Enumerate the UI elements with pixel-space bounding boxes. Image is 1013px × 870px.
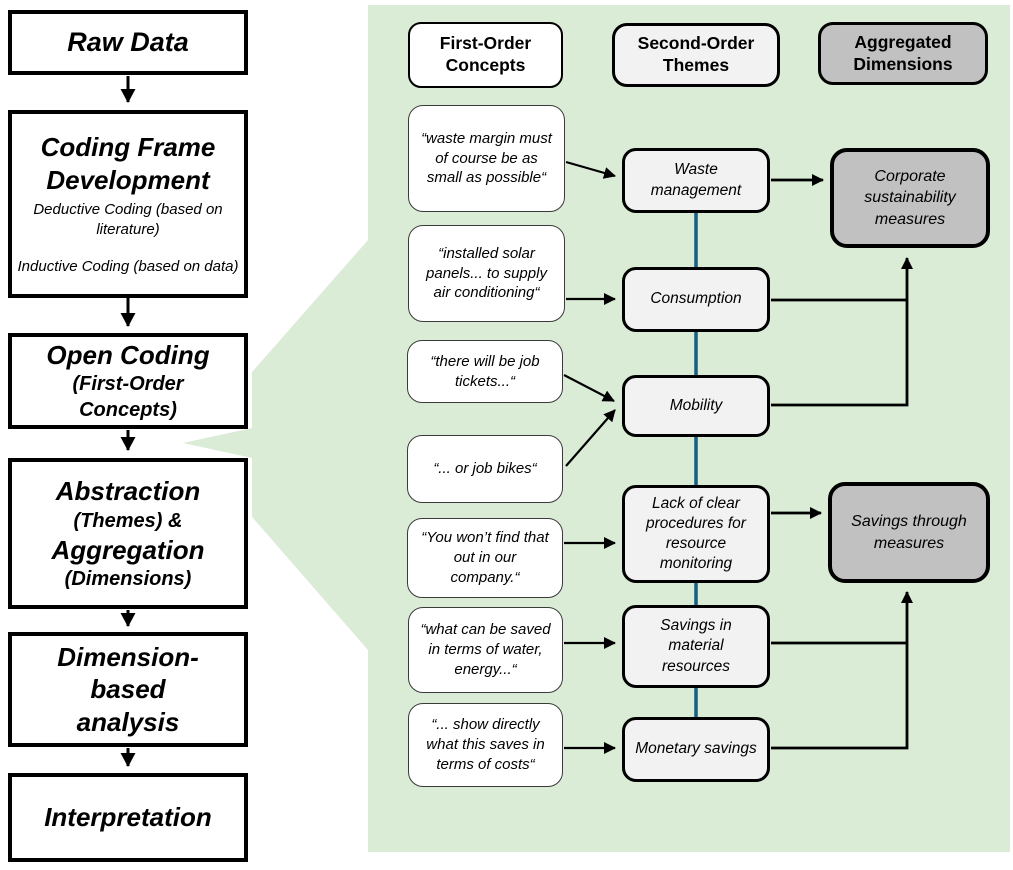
flow-step-open-coding: Open Coding (First-Order Concepts) — [8, 333, 248, 429]
quote-saves-costs: “... show directly what this saves in te… — [408, 703, 563, 787]
quote-job-tickets: “there will be job tickets...“ — [407, 340, 563, 403]
quote-saved-water-energy: “what can be saved in terms of water, en… — [408, 607, 563, 693]
flow-step-label: Aggregation — [51, 534, 205, 565]
dimension-savings-through-measures: Savings through measures — [828, 482, 990, 583]
quote-text: “... or job bikes“ — [433, 460, 537, 478]
flow-step-dimension-based-analysis: Dimension-based analysis — [8, 632, 248, 747]
quote-text: “... show directly what this saves in te… — [426, 716, 545, 773]
flow-step-sublabel: (First-Order Concepts) — [72, 373, 184, 422]
quote-to-theme-arrows — [563, 160, 616, 754]
theme-lack-of-procedures: Lack of clear procedures for resource mo… — [622, 485, 770, 583]
theme-label: Mobility — [669, 396, 723, 414]
flow-step-sublabel: (Dimensions) — [64, 568, 192, 590]
flow-step-label: Open Coding — [46, 339, 210, 370]
theme-to-dimension-arrows — [771, 174, 913, 750]
flow-step-interpretation: Interpretation — [8, 773, 248, 862]
dimension-label: Corporate sustainability measures — [864, 167, 956, 228]
flow-step-raw-data: Raw Data — [8, 10, 248, 75]
deductive-coding-note: Deductive Coding (based on literature) — [33, 201, 223, 239]
header-label: First-Order Concepts — [439, 33, 532, 75]
flow-step-label: Raw Data — [67, 26, 189, 57]
flow-step-label: Abstraction — [55, 476, 201, 506]
flow-step-label: Interpretation — [44, 802, 212, 833]
theme-savings-material-resources: Savings in material resources — [622, 605, 770, 688]
quote-solar-panels: “installed solar panels... to supply air… — [408, 225, 565, 322]
quote-text: “what can be saved in terms of water, en… — [420, 621, 551, 678]
quote-text: “waste margin must of course be as small… — [421, 129, 552, 187]
flow-step-coding-frame-development: Coding Frame Development Deductive Codin… — [8, 110, 248, 298]
theme-mobility: Mobility — [622, 375, 770, 437]
quote-text: “You won’t find that out in our company.… — [421, 529, 549, 586]
quote-job-bikes: “... or job bikes“ — [407, 435, 563, 503]
quote-waste-margin: “waste margin must of course be as small… — [408, 105, 565, 212]
header-second-order-themes: Second-Order Themes — [612, 23, 780, 87]
theme-waste-management: Waste management — [622, 148, 770, 213]
header-first-order-concepts: First-Order Concepts — [408, 22, 563, 88]
theme-monetary-savings: Monetary savings — [622, 717, 770, 782]
quote-text: “installed solar panels... to supply air… — [426, 244, 547, 302]
theme-label: Waste management — [650, 161, 742, 199]
dimension-corporate-sustainability-measures: Corporate sustainability measures — [830, 148, 990, 248]
flow-step-abstraction-aggregation: Abstraction (Themes) & Aggregation (Dime… — [8, 458, 248, 609]
quote-text: “there will be job tickets...“ — [430, 352, 540, 390]
flow-step-sublabel: (Themes) & — [73, 509, 183, 532]
header-aggregated-dimensions: Aggregated Dimensions — [818, 22, 988, 85]
flow-step-label: Dimension-based analysis — [57, 641, 199, 737]
theme-label: Monetary savings — [635, 740, 757, 758]
quote-wont-find-out: “You won’t find that out in our company.… — [407, 518, 563, 598]
theme-label: Consumption — [650, 290, 742, 308]
header-label: Aggregated Dimensions — [853, 31, 953, 74]
dimension-label: Savings through measures — [851, 512, 967, 552]
theme-label: Lack of clear procedures for resource mo… — [646, 494, 746, 573]
inductive-coding-note: Inductive Coding (based on data) — [17, 257, 239, 275]
theme-label: Savings in material resources — [660, 617, 732, 675]
flow-step-label: Coding Frame Development — [40, 132, 216, 195]
header-label: Second-Order Themes — [637, 33, 755, 75]
theme-consumption: Consumption — [622, 267, 770, 332]
